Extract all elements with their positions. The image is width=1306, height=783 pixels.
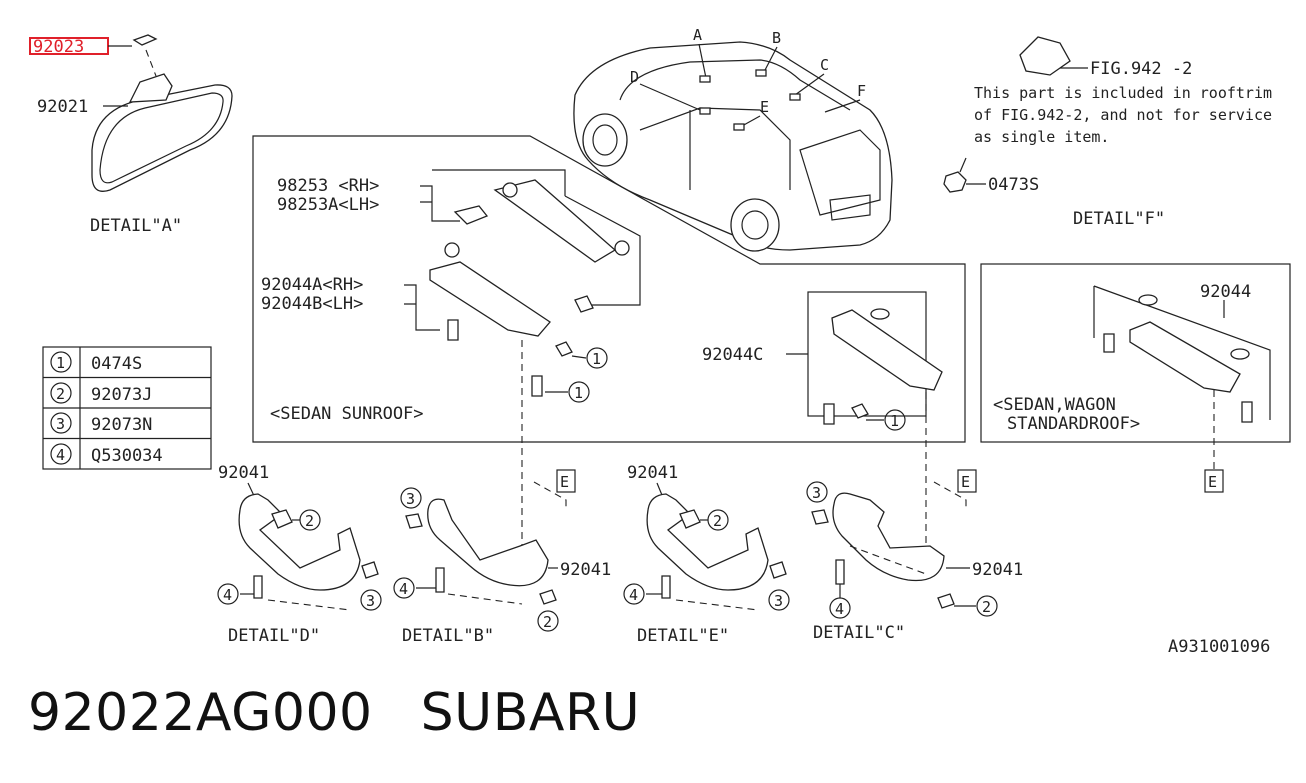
- standard-roof-section: 92044 <SEDAN,WAGON STANDARDROOF>: [980, 263, 1291, 472]
- svg-text:4: 4: [223, 586, 232, 604]
- legend-code-1: 0474S: [91, 354, 142, 374]
- detail-e-label: DETAIL"E": [637, 626, 729, 646]
- legend-table: 1 0474S 2 92073J 3 92073N 4 Q530034: [42, 346, 212, 470]
- car-body: [573, 41, 893, 251]
- ref-box-e-3: E: [1208, 473, 1217, 491]
- detail-d-label: DETAIL"D": [228, 626, 320, 646]
- bracket-b-label: 92044B<LH>: [261, 294, 363, 314]
- std-label-1: <SEDAN,WAGON: [993, 395, 1116, 415]
- footer-brand: SUBARU: [420, 683, 641, 743]
- clip-0473s-part: [943, 171, 967, 193]
- legend-num-3: 3: [56, 415, 65, 433]
- svg-text:1: 1: [592, 350, 601, 368]
- svg-text:2: 2: [305, 512, 314, 530]
- highlighted-part-label[interactable]: 92023: [33, 37, 84, 57]
- note-line-3: as single item.: [974, 128, 1109, 146]
- sunroof-section: 98253 <RH> 98253A<LH> 92044A<RH> 92044B<…: [252, 135, 966, 560]
- detail-a: 92023 92021 DETAIL"A": [29, 34, 233, 236]
- svg-text:4: 4: [835, 600, 844, 618]
- sunroof-frame: [252, 135, 966, 443]
- detail-f: FIG.942 -2 This part is included in roof…: [943, 36, 1272, 229]
- handle-label-d: 92041: [218, 463, 269, 483]
- legend-num-1: 1: [56, 354, 65, 372]
- standard-roof-frame: [980, 263, 1291, 443]
- legend-num-2: 2: [56, 385, 65, 403]
- mirror-label: 92021: [37, 97, 88, 117]
- bracket-92044-part: [1129, 321, 1241, 393]
- svg-text:3: 3: [812, 484, 821, 502]
- detail-b-label: DETAIL"B": [402, 626, 494, 646]
- callout-1-b: [568, 381, 590, 403]
- grab-handle-b-part: [427, 498, 549, 587]
- bracket-lh-label: 98253A<LH>: [277, 195, 379, 215]
- note-line-1: This part is included in rooftrim: [974, 84, 1272, 102]
- roof-trim-clip-part: [1019, 36, 1071, 76]
- fig-ref-label: FIG.942 -2: [1090, 59, 1192, 79]
- footer-title: 92022AG000 SUBARU: [28, 683, 640, 743]
- footer-part-number: 92022AG000: [28, 683, 373, 743]
- svg-text:3: 3: [774, 592, 783, 610]
- bracket-a-label: 92044A<RH>: [261, 275, 363, 295]
- grab-handle-c-part: [832, 492, 945, 582]
- car-letter-c: C: [820, 56, 829, 74]
- ref-boxes: E E E: [533, 469, 1224, 508]
- ref-box-e-1: E: [560, 473, 569, 491]
- bracket-92044a-part: [429, 261, 551, 337]
- detail-a-label: DETAIL"A": [90, 216, 182, 236]
- drawing-number: A931001096: [1168, 637, 1270, 657]
- car-overview: A B C D E F: [573, 26, 893, 252]
- svg-text:2: 2: [713, 512, 722, 530]
- car-letter-f: F: [857, 82, 866, 100]
- svg-text:1: 1: [574, 384, 583, 402]
- car-letter-a: A: [693, 26, 702, 44]
- handle-label-e: 92041: [627, 463, 678, 483]
- detail-c-label: DETAIL"C": [813, 623, 905, 643]
- grab-handle-d-part: [238, 493, 361, 591]
- detail-f-label: DETAIL"F": [1073, 209, 1165, 229]
- sunroof-label: <SEDAN SUNROOF>: [270, 404, 424, 424]
- mirror-part: [91, 84, 233, 192]
- svg-text:2: 2: [982, 598, 991, 616]
- clip-label: 0473S: [988, 175, 1039, 195]
- bracket-c-label: 92044C: [702, 345, 763, 365]
- bracket-std-label: 92044: [1200, 282, 1251, 302]
- detail-b: 3 92041 4 2 DETAIL"B": [393, 487, 611, 646]
- legend-code-3: 92073N: [91, 415, 152, 435]
- handle-label-c: 92041: [972, 560, 1023, 580]
- legend-num-4: 4: [56, 446, 65, 464]
- svg-text:4: 4: [399, 580, 408, 598]
- bracket-92044c-part: [831, 309, 943, 391]
- note-line-2: of FIG.942-2, and not for service: [974, 106, 1272, 124]
- callout-1-a: [586, 347, 608, 369]
- diagram-canvas: 92023 92021 DETAIL"A" A B C D E F: [29, 26, 1291, 657]
- car-letter-b: B: [772, 29, 781, 47]
- svg-text:1: 1: [890, 412, 899, 430]
- grab-handle-e-part: [646, 493, 769, 591]
- legend-code-2: 92073J: [91, 385, 152, 405]
- svg-text:3: 3: [406, 490, 415, 508]
- svg-text:3: 3: [366, 592, 375, 610]
- callout-1-c: [884, 409, 906, 431]
- detail-e: 92041 2 3 4 DETAIL"E": [623, 463, 790, 646]
- svg-text:4: 4: [629, 586, 638, 604]
- detail-c: 3 92041 4 2 DETAIL"C": [806, 481, 1023, 643]
- ref-box-e-2: E: [961, 473, 970, 491]
- svg-text:2: 2: [543, 613, 552, 631]
- detail-d: 92041 2 3 4 DETAIL"D": [217, 463, 382, 646]
- handle-label-b: 92041: [560, 560, 611, 580]
- std-label-2: STANDARDROOF>: [1007, 414, 1140, 434]
- bracket-rh-label: 98253 <RH>: [277, 176, 379, 196]
- mirror-cover-part: [132, 34, 158, 46]
- legend-code-4: Q530034: [91, 446, 163, 466]
- car-letter-e: E: [760, 98, 769, 116]
- car-letter-d: D: [630, 68, 639, 86]
